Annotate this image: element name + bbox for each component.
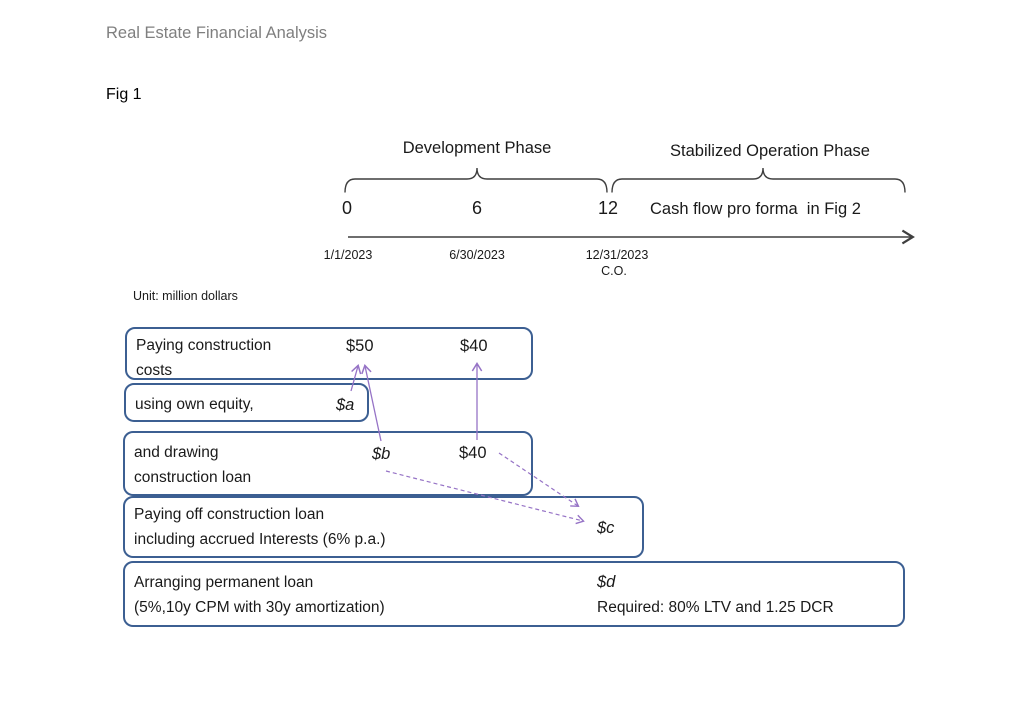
development-phase-label: Development Phase bbox=[402, 139, 552, 157]
value-cost-month6: $40 bbox=[460, 337, 488, 355]
stabilized-phase-label: Stabilized Operation Phase bbox=[670, 142, 870, 160]
timeline-tick-0: 0 bbox=[341, 198, 353, 218]
box-paying-construction-costs: Paying construction costs $50 $40 bbox=[125, 327, 533, 380]
value-payoff-c: $c bbox=[597, 519, 615, 537]
timeline-tick-12: 12 bbox=[597, 198, 619, 218]
box-construction-loan-payoff: Paying off construction loan including a… bbox=[123, 496, 644, 558]
box3-line2: construction loan bbox=[134, 469, 252, 486]
box4-line1: Paying off construction loan bbox=[134, 506, 325, 523]
box1-line2: costs bbox=[136, 362, 173, 379]
value-permanent-d: $d bbox=[597, 573, 616, 591]
development-phase-brace bbox=[344, 167, 608, 193]
certificate-of-occupancy-label: C.O. bbox=[601, 264, 627, 278]
value-loan-draw-b: $b bbox=[372, 445, 391, 463]
value-cost-month0: $50 bbox=[346, 337, 374, 355]
box-own-equity: using own equity, $a bbox=[124, 383, 369, 422]
box-permanent-loan: Arranging permanent loan (5%,10y CPM wit… bbox=[123, 561, 905, 627]
date-start: 1/1/2023 bbox=[323, 248, 373, 262]
stabilized-phase-brace bbox=[611, 167, 906, 193]
box4-line2: including accrued Interests (6% p.a.) bbox=[134, 531, 386, 548]
permanent-loan-requirement: Required: 80% LTV and 1.25 DCR bbox=[597, 599, 834, 616]
timeline-tick-6: 6 bbox=[471, 198, 483, 218]
box3-line1: and drawing bbox=[134, 444, 219, 461]
box1-line1: Paying construction bbox=[136, 337, 272, 354]
figure-label: Fig 1 bbox=[106, 86, 142, 103]
cash-flow-note: Cash flow pro forma in Fig 2 bbox=[650, 200, 861, 218]
unit-note: Unit: million dollars bbox=[133, 289, 238, 303]
box-construction-loan-draw: and drawing construction loan $b $40 bbox=[123, 431, 533, 496]
box5-line2: (5%,10y CPM with 30y amortization) bbox=[134, 599, 385, 616]
value-equity-a: $a bbox=[336, 396, 355, 414]
value-loan-draw-40: $40 bbox=[459, 444, 487, 462]
date-mid: 6/30/2023 bbox=[449, 248, 505, 262]
box2-line1: using own equity, bbox=[135, 396, 254, 413]
page-title: Real Estate Financial Analysis bbox=[106, 24, 328, 42]
date-end: 12/31/2023 bbox=[585, 248, 649, 262]
box5-line1: Arranging permanent loan bbox=[134, 574, 314, 591]
